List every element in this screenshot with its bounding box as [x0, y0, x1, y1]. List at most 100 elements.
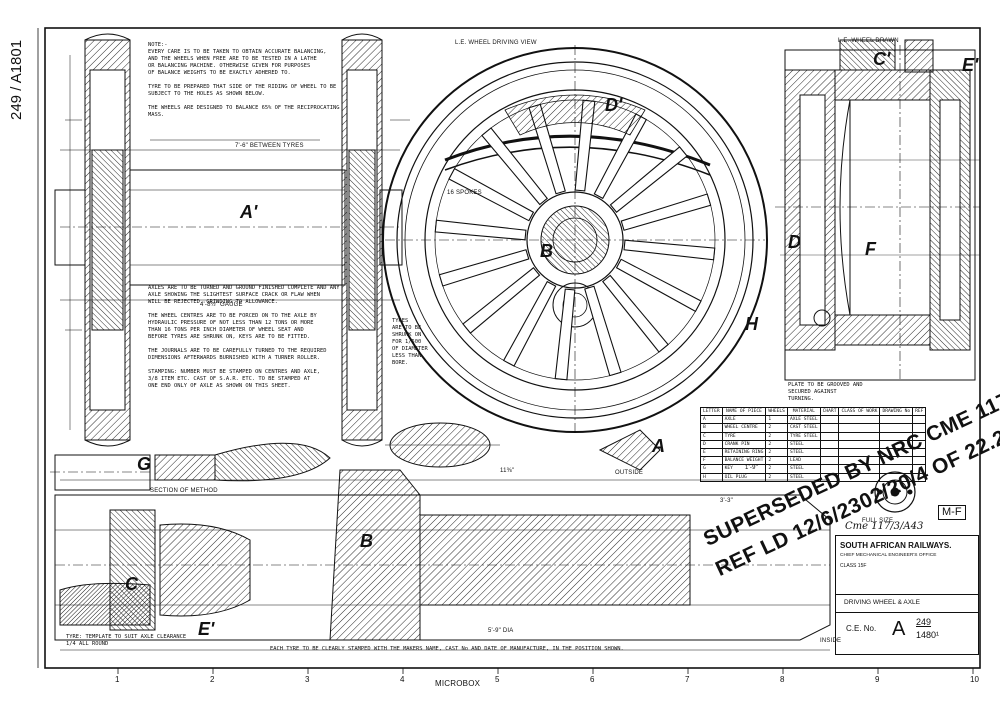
table-cell: WHEEL CENTRE	[721, 423, 767, 433]
tyre-template-note: TYRE: TEMPLATE TO SUIT AXLE CLEARANCE 1/…	[66, 634, 187, 647]
note-line: THE WHEELS ARE DESIGNED TO BALANCE 65% O…	[148, 105, 340, 111]
note-line	[148, 98, 339, 105]
wheel-spoke	[448, 167, 535, 222]
table-cell: E	[700, 447, 723, 458]
title-railway: SOUTH AFRICAN RAILWAYS.	[840, 541, 952, 550]
wheel-spoke	[620, 193, 712, 231]
table-cell: D	[700, 439, 723, 449]
title-dwg-letter: A	[892, 618, 906, 640]
table-cell	[879, 423, 914, 433]
title-block: SOUTH AFRICAN RAILWAYS. CHIEF MECHANICAL…	[835, 535, 979, 655]
table-cell: CRANK PIN	[721, 439, 767, 449]
part-letter-a-prime: A'	[240, 202, 258, 222]
note-line: MASS.	[148, 112, 165, 118]
part-letter-g: G	[137, 454, 152, 474]
title-class: CLASS 15F	[840, 563, 867, 569]
note-line: SUBJECT TO THE HOLES AS SHOWN BELOW.	[148, 91, 265, 97]
table-cell	[838, 472, 881, 482]
table-cell: STEEL	[786, 439, 821, 449]
table-header: LETTER	[700, 406, 723, 417]
part-letter-b-bottom: B	[360, 531, 373, 551]
table-cell	[912, 415, 927, 425]
note-line: FOR 1/500	[392, 339, 422, 345]
note-line: WILL BE REJECTED. GRINDING TO ALLOWANCE.	[148, 299, 278, 305]
note-line: THE JOURNALS ARE TO BE CAREFULLY TURNED …	[148, 348, 327, 354]
table-cell: B	[700, 423, 723, 433]
wheel-spoke	[609, 146, 688, 213]
zone-number: 10	[970, 675, 979, 684]
title-description: DRIVING WHEEL & AXLE	[844, 599, 920, 606]
driving-wheel-view	[382, 45, 768, 435]
table-cell: AXLE STEEL	[786, 415, 821, 425]
table-cell	[819, 439, 840, 449]
dim-text: 7'-6" BETWEEN TYRES	[235, 143, 304, 149]
wheel-spoke	[554, 288, 576, 381]
table-cell: LEAD	[786, 456, 821, 466]
axle-assembly-elevation	[54, 33, 410, 447]
part-letter-c: C	[125, 574, 138, 594]
wheel-spoke	[438, 249, 530, 287]
part-letter-e-prime-top: E'	[962, 55, 979, 75]
table-cell	[838, 415, 881, 425]
note-line: PLATE TO BE GROOVED AND	[788, 382, 863, 388]
table-header: REF	[912, 406, 927, 417]
note-line: EVERY CARE IS TO BE TAKEN TO OBTAIN ACCU…	[148, 49, 327, 55]
zone-number: 1	[115, 675, 120, 684]
note-line: 3/8 ITEM ETC. CAST OF S.A.R. ETC. TO BE …	[148, 376, 311, 382]
side-drawing-number: 249 / A1801	[8, 39, 25, 120]
note-line: BEFORE TYRES ARE SHRUNK ON, KEYS ARE TO …	[148, 334, 311, 340]
note-line: TYRES	[392, 318, 409, 324]
dim-text: 3'-3"	[720, 498, 733, 504]
notes-balancing: NOTE:-EVERY CARE IS TO BE TAKEN TO OBTAI…	[148, 42, 339, 119]
zone-number: 7	[685, 675, 690, 684]
part-letter-d-prime: D'	[605, 95, 623, 115]
table-cell: C	[700, 431, 723, 441]
table-cell	[838, 439, 881, 449]
zone-number: 5	[495, 675, 500, 684]
note-line: THAN 16 TONS PER INCH DIAMETER OF WHEEL …	[148, 327, 304, 333]
view-label-section: SECTION OF METHOD	[150, 488, 218, 494]
table-header: CLASS OF WORK	[838, 406, 881, 417]
table-cell	[879, 415, 914, 425]
wheel-spoke	[593, 113, 648, 200]
wheel-cross-section	[775, 39, 980, 381]
table-cell	[912, 472, 927, 482]
wheel-spoke	[462, 267, 541, 334]
sheet-border	[44, 27, 981, 669]
part-letter-f: F	[865, 239, 876, 259]
table-cell: STEEL	[786, 447, 821, 458]
table-cell	[838, 423, 881, 433]
part-letter-d: D	[788, 232, 801, 252]
notes-axle-fitting: AXLES ARE TO BE TURNED AND GROUND FINISH…	[148, 285, 339, 390]
table-cell	[838, 431, 881, 441]
dim-text: 5'-9" DIA	[488, 628, 514, 634]
note-line	[148, 362, 339, 369]
wheel-spoke	[615, 258, 702, 313]
table-cell	[819, 423, 840, 433]
wheel-spoke	[434, 219, 527, 241]
note-line: TYRE TO BE PREPARED THAT SIDE OF THE RID…	[148, 84, 337, 90]
table-cell: F	[700, 456, 723, 466]
table-header: CHART	[819, 406, 840, 417]
wheel-spoke	[584, 285, 622, 377]
view-label-full-size: FULL SIZE	[862, 518, 894, 524]
table-cell	[819, 456, 840, 466]
zone-number: 9	[875, 675, 880, 684]
note-line: AXLES ARE TO BE TURNED AND GROUND FINISH…	[148, 285, 340, 291]
note-line: DIMENSIONS AFTERWARDS BURNISHED WITH A T…	[148, 355, 321, 361]
note-line	[148, 77, 339, 84]
note-line: SHRUNK ON	[392, 332, 422, 338]
title-dwg-number-bottom: 1480¹	[916, 630, 940, 640]
table-cell: BALANCE WEIGHT	[721, 456, 767, 466]
note-line: STAMPING: NUMBER MUST BE STAMPED ON CENT…	[148, 369, 321, 375]
view-label-drawn: L.E. WHEEL DRAWN	[838, 38, 899, 44]
tyre-stamping-note: EACH TYRE TO BE CLEARLY STAMPED WITH THE…	[270, 646, 624, 652]
table-header: DRAWING No	[879, 406, 914, 417]
note-line	[148, 306, 339, 313]
wheel-spoke	[623, 239, 716, 261]
table-cell: 2	[765, 447, 788, 458]
